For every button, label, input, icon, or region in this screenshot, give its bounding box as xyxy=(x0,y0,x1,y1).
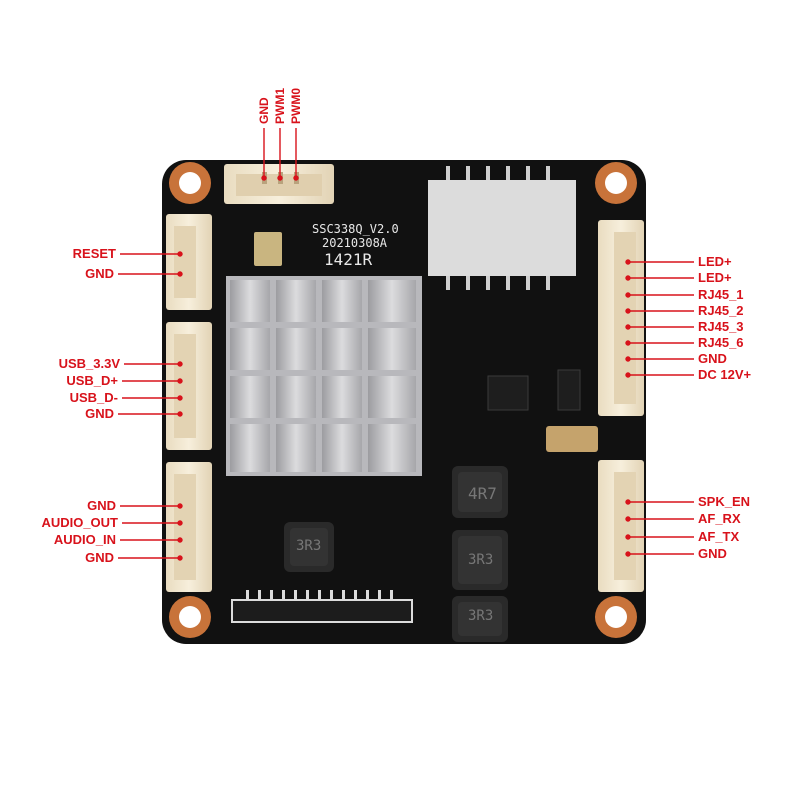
label-usb-3v3: USB_3.3V xyxy=(58,356,120,371)
inductor-mark-3: 3R3 xyxy=(468,552,494,568)
label-top-pwm1: PWM1 xyxy=(273,88,287,124)
left-audio-connector xyxy=(166,462,212,592)
label-af-tx: AF_TX xyxy=(698,529,740,544)
label-spk-en: SPK_EN xyxy=(698,494,751,509)
shield-pins xyxy=(446,166,550,290)
label-top-pwm0: PWM0 xyxy=(289,88,303,124)
inductor-mark-4: 3R3 xyxy=(468,608,494,624)
silkscreen-date: 20210308A xyxy=(322,236,388,250)
label-main-gnd: GND xyxy=(698,351,727,366)
label-usb-dminus: USB_D- xyxy=(69,390,118,405)
top-pwm-connector xyxy=(224,164,334,204)
label-af-gnd: GND xyxy=(698,546,727,561)
mounting-hole-top-left xyxy=(169,162,211,204)
right-af-connector xyxy=(598,460,644,592)
inductor-1 xyxy=(452,466,508,518)
diode xyxy=(557,369,581,411)
left-reset-connector xyxy=(166,214,212,310)
label-reset-gnd: GND xyxy=(85,266,114,281)
label-usb-dplus: USB_D+ xyxy=(66,373,118,388)
inductor-mark-2: 3R3 xyxy=(296,538,322,554)
label-reset: RESET xyxy=(72,246,116,261)
inductor-mark-1: 4R7 xyxy=(468,484,497,503)
inductor-2 xyxy=(284,522,334,572)
inductor-4 xyxy=(452,596,508,642)
silkscreen-model: SSC338Q_V2.0 xyxy=(312,222,399,236)
shield-module xyxy=(428,180,576,276)
mounting-hole-bottom-right xyxy=(595,596,637,638)
mounting-hole-top-right xyxy=(595,162,637,204)
label-audio-out: AUDIO_OUT xyxy=(41,515,118,530)
label-audio-gnd-2: GND xyxy=(85,550,114,565)
label-led-plus-1: LED+ xyxy=(698,254,732,269)
left-usb-connector xyxy=(166,322,212,450)
label-rj45-6: RJ45_6 xyxy=(698,335,744,350)
label-audio-gnd-1: GND xyxy=(87,498,116,513)
right-main-connector xyxy=(598,220,644,416)
mounting-hole-bottom-left xyxy=(169,596,211,638)
label-rj45-3: RJ45_3 xyxy=(698,319,744,334)
label-led-plus-2: LED+ xyxy=(698,270,732,285)
label-rj45-2: RJ45_2 xyxy=(698,303,744,318)
label-usb-gnd: GND xyxy=(85,406,114,421)
label-audio-in: AUDIO_IN xyxy=(53,532,116,547)
capacitor xyxy=(546,426,598,452)
bottom-fpc-connector xyxy=(231,590,413,623)
inductor-3 xyxy=(452,530,508,590)
label-dc-12v: DC 12V+ xyxy=(698,367,752,382)
crystal xyxy=(254,232,282,266)
label-rj45-1: RJ45_1 xyxy=(698,287,744,302)
transistor xyxy=(487,375,529,411)
label-af-rx: AF_RX xyxy=(698,511,741,526)
heatsink xyxy=(226,276,422,476)
label-top-gnd: GND xyxy=(257,97,271,124)
silkscreen-code: 1421R xyxy=(324,250,373,269)
